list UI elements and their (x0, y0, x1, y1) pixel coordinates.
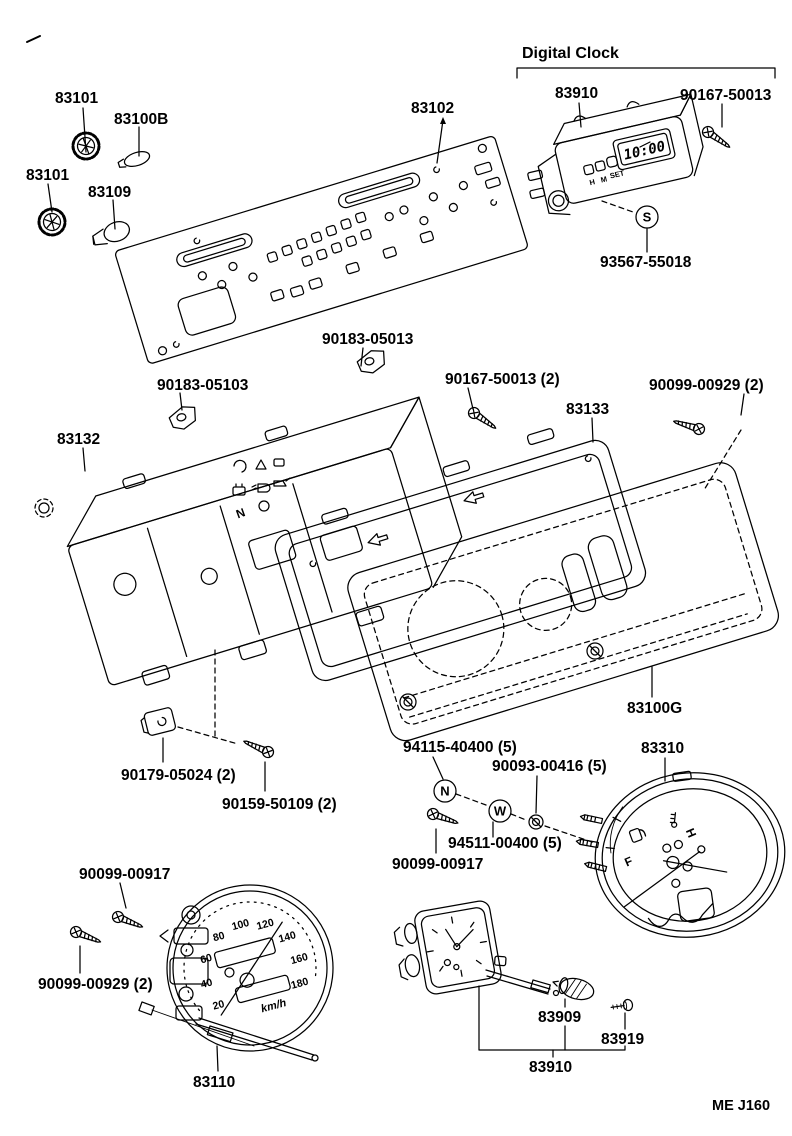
marker-n: N (440, 784, 449, 799)
dial-100: 100 (231, 917, 251, 933)
screw-90099-00929-right (671, 415, 707, 437)
lens-screw-a (586, 642, 604, 660)
part-label-meter-glass: 83133 (566, 401, 609, 418)
speedo-mechanism-art (138, 905, 319, 1062)
washer-art (528, 814, 544, 830)
part-label-bulb-upper: 83100B (114, 111, 168, 128)
part-label-clip-right: 90183-05013 (322, 331, 414, 348)
clock-bulb-art (552, 977, 595, 1001)
part-label-clock-screw: 90167-50013 (680, 87, 772, 104)
gauge-stud-a (579, 813, 604, 825)
screw-90159 (240, 735, 276, 760)
dial-60: 60 (199, 952, 214, 967)
screw-90099-00917-mid (425, 806, 461, 829)
diagram-labels: Digital Clock 83101 83100B 83101 83109 8… (26, 45, 772, 1114)
speedometer-dial-numbers: 20 40 60 80 100 120 140 160 180 km/h (199, 916, 310, 1015)
screw-90099-00917-left (110, 909, 146, 933)
dial-20: 20 (211, 998, 226, 1013)
part-label-front-lens: 83100G (627, 700, 682, 717)
part-label-fuel-gauge: 83310 (641, 740, 684, 757)
meter-glass-art (274, 428, 647, 682)
fuel-gauge-art (594, 770, 786, 938)
dial-180: 180 (290, 976, 310, 992)
part-label-meter-case: 83132 (57, 431, 100, 448)
bulb-socket-upper (67, 127, 105, 165)
marker-w: W (494, 804, 507, 819)
part-label-plate-clip: 90179-05024 (2) (121, 767, 236, 784)
temp-hot-mark: H (683, 826, 699, 839)
lens-screw-b (399, 693, 417, 711)
part-label-speedo-screw-a: 90099-00917 (79, 866, 170, 883)
dial-unit: km/h (260, 997, 288, 1015)
clock-button-m-label: M (600, 174, 608, 184)
dial-160: 160 (289, 951, 309, 967)
coil-spring-inner (38, 502, 50, 514)
clip-right-art (356, 350, 385, 374)
fuel-full-mark: F (622, 854, 634, 870)
dial-40: 40 (199, 976, 214, 991)
part-label-digital-clock: 83910 (555, 85, 598, 102)
clock-set-screw-art (610, 998, 634, 1012)
bulb-83100b (117, 151, 151, 168)
leader-lines (47, 67, 776, 1072)
clip-left-art (168, 406, 196, 430)
clock-button-h-label: H (589, 177, 596, 187)
part-label-plain-washer: 94511-00400 (5) (448, 835, 562, 852)
plate-clip-art (140, 707, 177, 736)
speedometer-art (166, 884, 334, 1052)
part-label-bulb-wedge: 83109 (88, 184, 131, 201)
clock-button-set-label: SET (609, 168, 626, 180)
part-label-clock-bulb: 83909 (538, 1009, 581, 1026)
part-label-circuit-plate: 83102 (411, 100, 454, 117)
circle-n-marker (433, 779, 457, 803)
section-title: Digital Clock (522, 45, 619, 62)
digital-clock-unit-art (527, 93, 704, 216)
circle-s-marker (635, 205, 659, 229)
clock-stem-art (485, 969, 560, 997)
screw-90167-top (699, 123, 734, 153)
screw-90099-00929-left (68, 924, 104, 948)
corner-tick (26, 35, 41, 43)
part-label-socket-lower: 83101 (26, 167, 69, 184)
part-label-speedometer: 83110 (193, 1074, 235, 1091)
part-label-speedo-screw-b: 90099-00929 (2) (38, 976, 153, 993)
coil-spring-art (34, 498, 54, 518)
part-label-clock-glass-screw: 93567-55018 (600, 254, 692, 271)
part-label-clip-left: 90183-05103 (157, 377, 249, 394)
marker-s: S (643, 210, 652, 225)
part-label-nut: 94115-40400 (5) (403, 739, 517, 756)
bulb-83109 (92, 221, 131, 246)
dial-80: 80 (212, 930, 227, 945)
page-code: ME J160 (712, 1098, 770, 1114)
gauge-stud-b (575, 838, 600, 849)
part-label-clock-set-screw: 83919 (601, 1031, 644, 1048)
analog-clock-art (393, 900, 507, 995)
part-label-housing-screws: 90167-50013 (2) (445, 371, 560, 388)
part-label-lens-screws: 90099-00929 (2) (649, 377, 764, 394)
part-label-clock-assembly: 83910 (529, 1059, 572, 1076)
part-label-tapping-screw: 90159-50109 (2) (222, 796, 337, 813)
part-label-gauge-screw: 90099-00917 (392, 856, 483, 873)
circuit-plate-art (115, 136, 528, 364)
neutral-indicator-letter: N (234, 505, 247, 521)
dial-120: 120 (255, 916, 275, 932)
front-lens-art (347, 462, 780, 742)
circle-w-marker (488, 799, 512, 823)
screw-90167-mid (465, 404, 500, 434)
part-label-lock-washer: 90093-00416 (5) (492, 758, 607, 775)
warning-indicator-strip (232, 458, 291, 512)
dial-140: 140 (277, 929, 297, 945)
diagram-line-art (26, 35, 786, 1072)
small-tick (639, 141, 651, 148)
part-label-socket-upper: 83101 (55, 90, 98, 107)
